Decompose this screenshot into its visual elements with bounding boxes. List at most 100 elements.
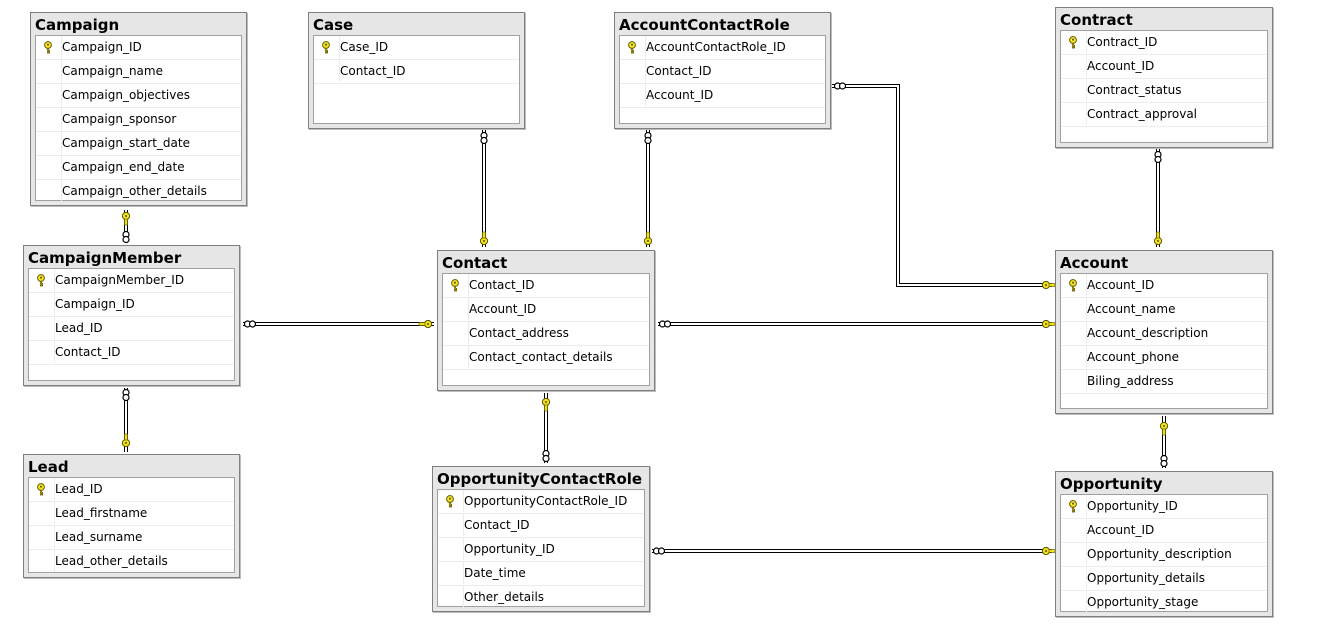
table-title: CampaignMember: [28, 249, 182, 267]
column-row[interactable]: Account_description: [1061, 322, 1267, 346]
column-row[interactable]: CampaignMember_ID: [29, 269, 234, 293]
column-row[interactable]: Other_details: [438, 586, 644, 610]
column-list: Case_ID Contact_ID: [313, 35, 520, 124]
column-row[interactable]: Account_ID: [1061, 519, 1267, 543]
column-row[interactable]: Campaign_sponsor: [36, 108, 241, 132]
key-endpoint-icon: [121, 211, 131, 226]
key-cell: [36, 60, 62, 82]
column-row[interactable]: Campaign_other_details: [36, 180, 241, 204]
rel-accountcontactrole-contact[interactable]: [643, 130, 653, 247]
rel-opportunitycontactrole-contact[interactable]: [541, 393, 551, 463]
column-row[interactable]: Contract_approval: [1061, 103, 1267, 127]
column-name: Account_name: [1087, 302, 1176, 316]
column-row[interactable]: Opportunity_description: [1061, 543, 1267, 567]
column-name: Lead_ID: [55, 321, 103, 335]
key-endpoint-icon: [479, 231, 489, 246]
column-row[interactable]: Contact_ID: [438, 514, 644, 538]
key-cell: [1061, 31, 1087, 53]
column-row[interactable]: Opportunity_ID: [438, 538, 644, 562]
primary-key-icon: [44, 41, 52, 54]
column-row[interactable]: Campaign_start_date: [36, 132, 241, 156]
rel-opportunitycontactrole-opportunity[interactable]: [652, 546, 1056, 556]
column-row[interactable]: Date_time: [438, 562, 644, 586]
rel-campaignmember-contact[interactable]: [243, 319, 434, 329]
column-row[interactable]: Campaign_objectives: [36, 84, 241, 108]
column-row[interactable]: Lead_other_details: [29, 550, 234, 574]
column-row[interactable]: Lead_firstname: [29, 502, 234, 526]
key-cell: [314, 60, 340, 82]
key-cell: [36, 132, 62, 154]
column-row[interactable]: Account_ID: [1061, 274, 1267, 298]
column-row[interactable]: Case_ID: [314, 36, 519, 60]
column-row[interactable]: Biling_address: [1061, 370, 1267, 394]
column-row[interactable]: Campaign_ID: [29, 293, 234, 317]
column-row[interactable]: Account_phone: [1061, 346, 1267, 370]
column-row[interactable]: Opportunity_details: [1061, 567, 1267, 591]
column-row[interactable]: Lead_ID: [29, 478, 234, 502]
key-cell: [36, 180, 62, 202]
column-name: Opportunity_description: [1087, 547, 1232, 561]
column-name: Lead_firstname: [55, 506, 148, 520]
column-row[interactable]: Contact_address: [443, 322, 649, 346]
column-name: Lead_surname: [55, 530, 143, 544]
column-name: Account_description: [1087, 326, 1209, 340]
column-name: Account_ID: [646, 88, 714, 102]
key-cell: [1061, 298, 1087, 320]
primary-key-icon: [1069, 36, 1077, 49]
column-row[interactable]: AccountContactRole_ID: [620, 36, 825, 60]
column-row[interactable]: Account_name: [1061, 298, 1267, 322]
column-row[interactable]: Contact_ID: [620, 60, 825, 84]
key-endpoint-icon: [541, 397, 551, 412]
key-cell: [36, 36, 62, 58]
key-cell: [438, 490, 464, 512]
column-row[interactable]: Contact_contact_details: [443, 346, 649, 370]
column-row[interactable]: Account_ID: [620, 84, 825, 108]
column-row[interactable]: Opportunity_ID: [1061, 495, 1267, 519]
rel-campaignmember-campaign[interactable]: [121, 210, 131, 244]
rel-contract-account[interactable]: [1153, 149, 1163, 247]
column-row[interactable]: Campaign_end_date: [36, 156, 241, 180]
key-endpoint-icon: [418, 319, 433, 329]
column-row[interactable]: Campaign_name: [36, 60, 241, 84]
column-row[interactable]: Contact_ID: [443, 274, 649, 298]
column-row[interactable]: Lead_surname: [29, 526, 234, 550]
rel-campaignmember-lead[interactable]: [121, 388, 131, 452]
column-row[interactable]: Opportunity_stage: [1061, 591, 1267, 615]
column-row[interactable]: Account_ID: [1061, 55, 1267, 79]
column-row[interactable]: Contract_ID: [1061, 31, 1267, 55]
rel-accountcontactrole-account[interactable]: [832, 82, 1056, 290]
key-cell: [29, 478, 55, 500]
column-name: Contact_ID: [340, 64, 406, 78]
infinity-icon: [1154, 150, 1162, 164]
key-endpoint-icon: [643, 231, 653, 246]
rel-opportunity-account[interactable]: [1159, 416, 1169, 468]
column-row[interactable]: Contact_ID: [29, 341, 234, 365]
column-row[interactable]: OpportunityContactRole_ID: [438, 490, 644, 514]
column-name: Opportunity_ID: [1087, 499, 1178, 513]
column-row[interactable]: Lead_ID: [29, 317, 234, 341]
column-row[interactable]: Contact_ID: [314, 60, 519, 84]
table-title: Contact: [442, 254, 508, 272]
column-name: Contact_ID: [55, 345, 121, 359]
column-row[interactable]: Campaign_ID: [36, 36, 241, 60]
column-name: Campaign_start_date: [62, 136, 190, 150]
table-title: Opportunity: [1060, 475, 1163, 493]
rel-case-contact[interactable]: [479, 130, 489, 247]
column-row[interactable]: Contract_status: [1061, 79, 1267, 103]
column-row[interactable]: Account_ID: [443, 298, 649, 322]
rel-contact-account[interactable]: [658, 319, 1056, 329]
table-title: Contract: [1060, 11, 1133, 29]
